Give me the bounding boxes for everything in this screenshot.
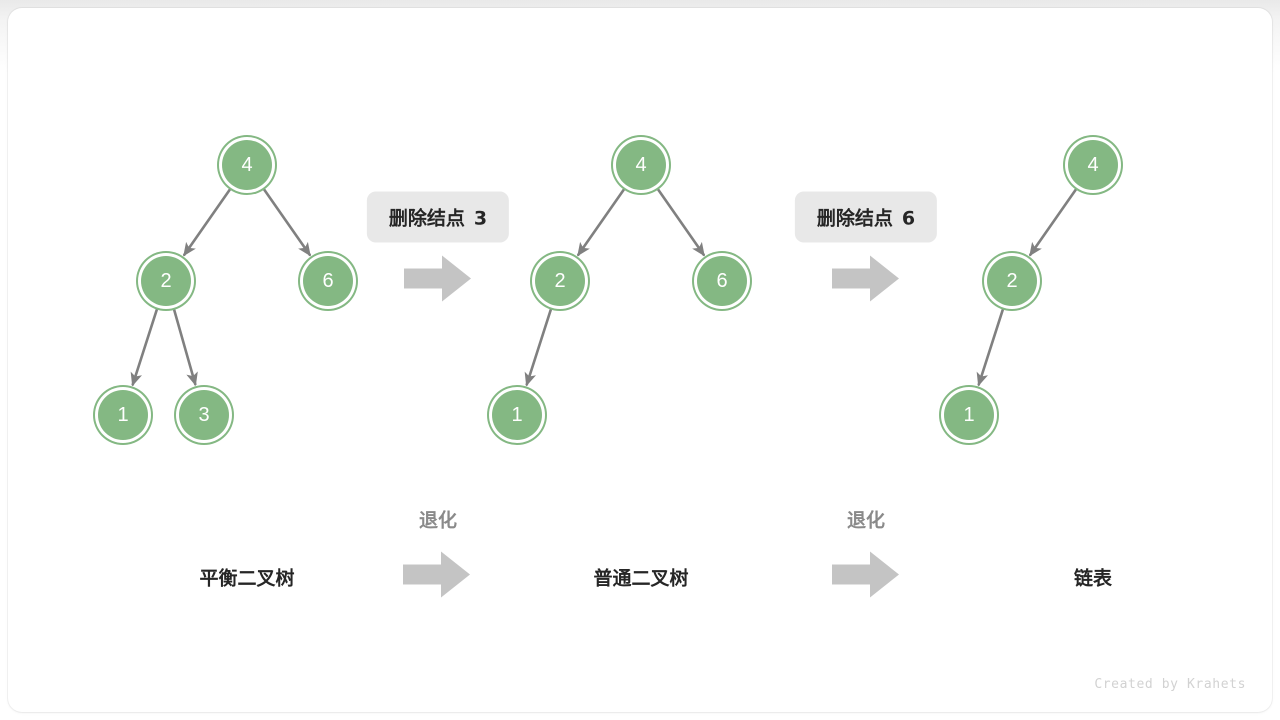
tree-edge <box>577 185 627 257</box>
tree-node: 2 <box>141 256 191 306</box>
operation-value: 6 <box>901 207 916 230</box>
operation-label-delete-node-3: 删除结点 3 <box>366 191 510 243</box>
tree-node: 6 <box>303 256 353 306</box>
tree-edge <box>1029 185 1079 257</box>
watermark: Created by Krahets <box>1094 677 1246 692</box>
transform-arrow-1 <box>404 254 472 309</box>
tree-node: 6 <box>697 256 747 306</box>
tree-node: 2 <box>535 256 585 306</box>
tree-edge <box>655 185 705 257</box>
transition-label-degenerate-2: 退化 <box>846 510 886 532</box>
operation-text: 删除结点 <box>816 208 893 230</box>
tree-node: 4 <box>222 140 272 190</box>
operation-value: 3 <box>473 207 488 230</box>
tree-node: 4 <box>1068 140 1118 190</box>
operation-text: 删除结点 <box>388 208 465 230</box>
tree-node: 1 <box>98 390 148 440</box>
tree-node: 3 <box>179 390 229 440</box>
tree-node: 4 <box>616 140 666 190</box>
tree-edge <box>183 185 233 257</box>
caption-balanced-tree: 平衡二叉树 <box>199 568 295 590</box>
caption-ordinary-tree: 普通二叉树 <box>593 568 689 590</box>
tree-node: 2 <box>987 256 1037 306</box>
tree-edge <box>524 305 554 387</box>
transition-label-degenerate-1: 退化 <box>418 510 458 532</box>
tree-edge <box>976 305 1006 387</box>
transform-arrow-2 <box>832 254 900 309</box>
figure-card <box>8 8 1272 712</box>
operation-label-delete-node-6: 删除结点 6 <box>794 191 938 243</box>
tree-edge <box>130 305 160 387</box>
tree-node: 1 <box>492 390 542 440</box>
degenerate-arrow-2 <box>832 550 900 605</box>
tree-edge <box>261 185 311 257</box>
caption-linked-list: 链表 <box>1073 568 1113 590</box>
tree-node: 1 <box>944 390 994 440</box>
tree-edge <box>172 305 198 387</box>
degenerate-arrow-1 <box>403 550 471 605</box>
